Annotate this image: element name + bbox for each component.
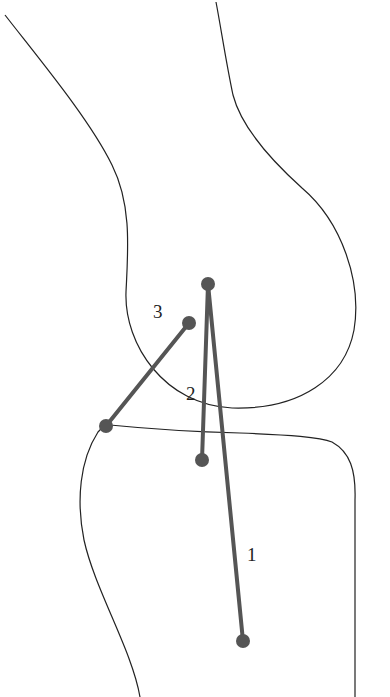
ligament-line [202, 284, 208, 460]
callout-number: 1 [247, 545, 257, 564]
attachment-dot [195, 453, 209, 467]
bone-outline [5, 2, 356, 697]
tibia-outline [80, 425, 355, 697]
attachment-dot [182, 316, 196, 330]
attachment-dot [236, 634, 250, 648]
attachment-dots [99, 277, 250, 648]
femur-outline [5, 2, 356, 408]
ligament-line [106, 323, 189, 426]
attachment-dot [201, 277, 215, 291]
callout-number: 3 [153, 302, 163, 321]
ligament-line [208, 284, 243, 641]
ligament-lines [106, 284, 243, 641]
attachment-dot [99, 419, 113, 433]
callout-number: 2 [186, 384, 196, 403]
